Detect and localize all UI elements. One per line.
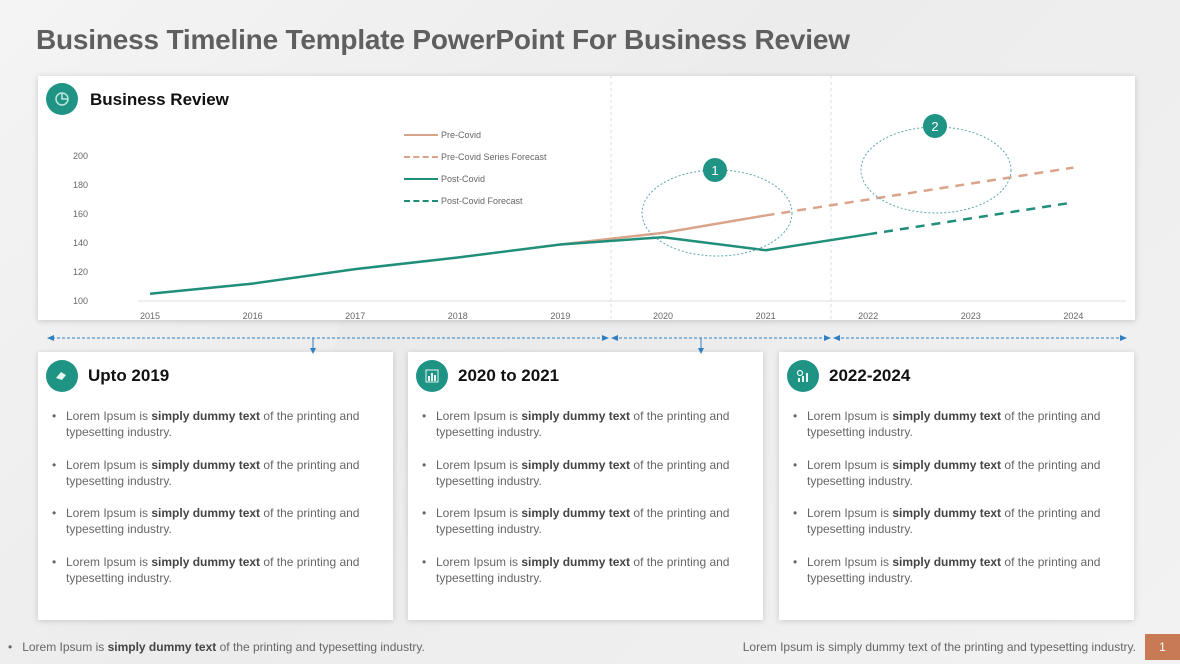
x-tick-label: 2022	[858, 311, 878, 320]
legend-item-post-covid: Post-Covid	[404, 168, 547, 190]
y-tick-label: 200	[73, 151, 88, 161]
bullet-item: Lorem Ipsum is simply dummy text of the …	[793, 505, 1120, 537]
legend-item-pre-covid-forecast: Pre-Covid Series Forecast	[404, 146, 547, 168]
bar-chart-icon	[416, 360, 448, 392]
bullet-item: Lorem Ipsum is simply dummy text of the …	[422, 505, 749, 537]
bullet-item: Lorem Ipsum is simply dummy text of the …	[422, 408, 749, 440]
card-title: 2020 to 2021	[458, 366, 560, 385]
series-pre-covid	[560, 214, 766, 246]
bullet-item: Lorem Ipsum is simply dummy text of the …	[793, 408, 1120, 440]
period-card-2020-to-2021: 2020 to 2021 Lorem Ipsum is simply dummy…	[408, 352, 763, 620]
x-tick-label: 2015	[140, 311, 160, 320]
x-tick-label: 2024	[1063, 311, 1083, 320]
series-post-covid	[149, 233, 869, 295]
bullet-list: Lorem Ipsum is simply dummy text of the …	[793, 408, 1120, 602]
page-number-badge: 1	[1145, 634, 1180, 660]
x-tick-label: 2019	[550, 311, 570, 320]
callout-badge-2	[923, 114, 947, 138]
x-tick-label: 2017	[345, 311, 365, 320]
callout-ellipse-2	[860, 126, 1012, 214]
chart-analysis-icon	[46, 83, 78, 115]
bullet-list: Lorem Ipsum is simply dummy text of the …	[422, 408, 749, 602]
bullet-list: Lorem Ipsum is simply dummy text of the …	[52, 408, 379, 602]
y-tick-label: 140	[73, 238, 88, 248]
legend-swatch-solid	[404, 134, 438, 136]
series-pre-covid-series-forecast	[765, 166, 1074, 217]
callout-label-2: 2	[931, 119, 938, 134]
legend-swatch-dashed	[404, 200, 438, 202]
timeline-period-arrows	[47, 335, 1127, 354]
x-tick-label: 2023	[961, 311, 981, 320]
slide-title: Business Timeline Template PowerPoint Fo…	[36, 24, 850, 55]
bullet-item: Lorem Ipsum is simply dummy text of the …	[422, 457, 749, 489]
x-axis: 2015 2016 2017 2018 2019 2020 2021 2022 2023 2024	[140, 311, 1083, 320]
y-tick-label: 100	[73, 296, 88, 306]
legend-item-post-covid-forecast: Post-Covid Forecast	[404, 190, 547, 212]
y-tick-label: 120	[73, 267, 88, 277]
bullet-item: Lorem Ipsum is simply dummy text of the …	[793, 554, 1120, 586]
period-card-2022-2024: 2022-2024 Lorem Ipsum is simply dummy te…	[779, 352, 1134, 620]
x-tick-label: 2016	[243, 311, 263, 320]
growth-chart-icon	[787, 360, 819, 392]
chart-title: Business Review	[90, 90, 229, 109]
bullet-item: Lorem Ipsum is simply dummy text of the …	[52, 505, 379, 537]
bullet-item: Lorem Ipsum is simply dummy text of the …	[52, 408, 379, 440]
handshake-icon	[46, 360, 78, 392]
callout-label-1: 1	[711, 163, 718, 178]
bullet-item: Lorem Ipsum is simply dummy text of the …	[422, 554, 749, 586]
legend-swatch-dashed	[404, 156, 438, 158]
x-tick-label: 2020	[653, 311, 673, 320]
y-tick-label: 180	[73, 180, 88, 190]
legend-swatch-solid	[404, 178, 438, 180]
bullet-item: Lorem Ipsum is simply dummy text of the …	[52, 554, 379, 586]
x-tick-label: 2021	[756, 311, 776, 320]
x-tick-label: 2018	[448, 311, 468, 320]
card-title: 2022-2024	[829, 366, 911, 385]
footer-note-right: Lorem Ipsum is simply dummy text of the …	[742, 640, 1136, 654]
card-title: Upto 2019	[88, 366, 170, 385]
footer-note-left: • Lorem Ipsum is simply dummy text of th…	[8, 640, 425, 654]
bullet-item: Lorem Ipsum is simply dummy text of the …	[52, 457, 379, 489]
chart-series	[149, 166, 1074, 295]
callout-badge-1	[703, 158, 727, 182]
y-axis: 100 120 140 160 180 200	[73, 151, 88, 306]
bullet-item: Lorem Ipsum is simply dummy text of the …	[793, 457, 1120, 489]
y-tick-label: 160	[73, 209, 88, 219]
legend-item-pre-covid: Pre-Covid	[404, 124, 547, 146]
series-post-covid-forecast	[868, 201, 1074, 236]
callout-ellipse-1	[641, 169, 793, 257]
chart-legend: Pre-Covid Pre-Covid Series Forecast Post…	[404, 124, 547, 212]
period-card-upto-2019: Upto 2019 Lorem Ipsum is simply dummy te…	[38, 352, 393, 620]
